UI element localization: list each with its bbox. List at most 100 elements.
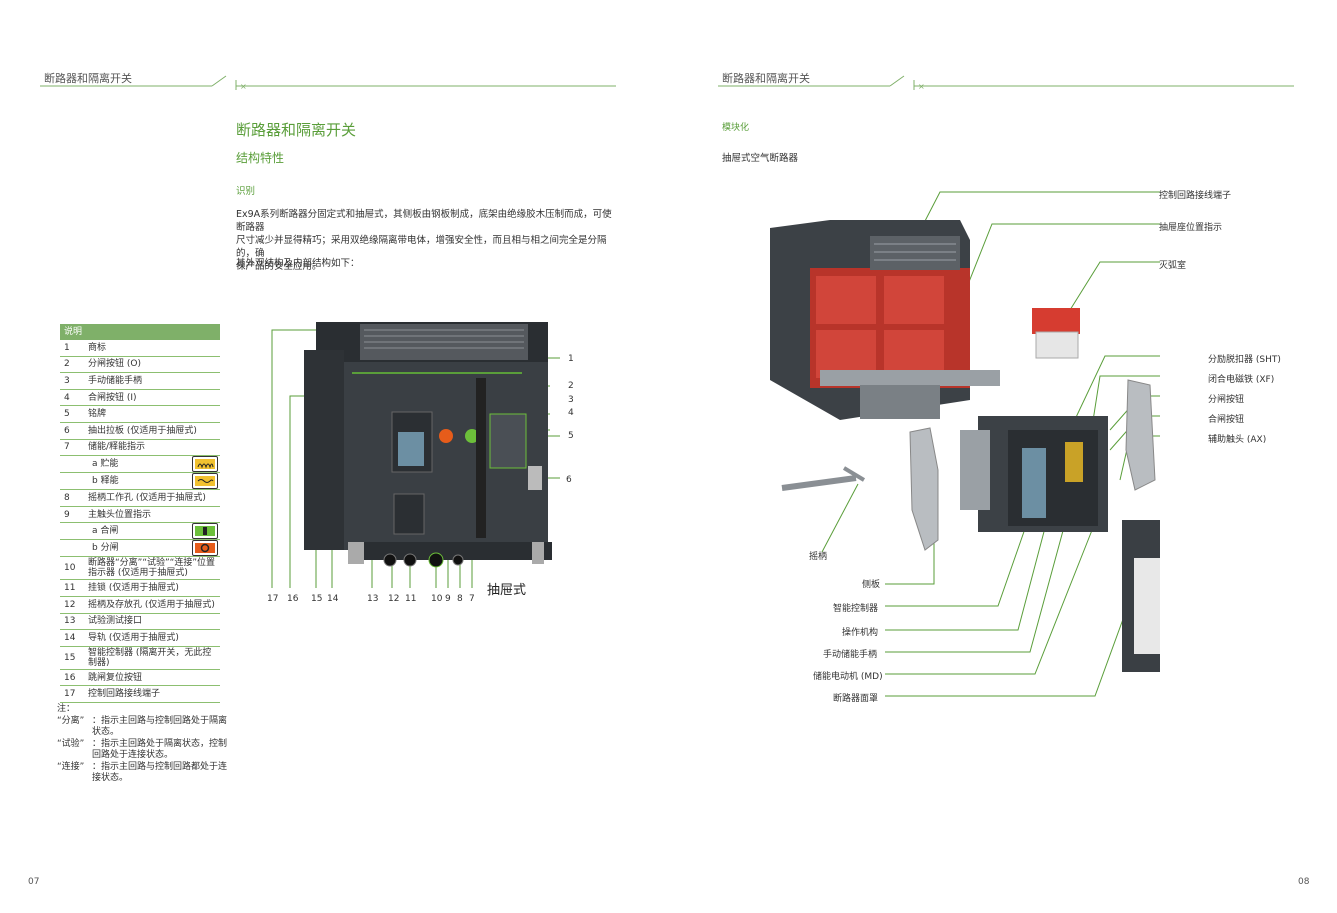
callout-label: 合闸按钮: [1208, 415, 1245, 425]
note-title: 注：: [57, 704, 76, 714]
legend-row-text: 摇柄及存放孔 (仅适用于抽屉式): [88, 599, 215, 610]
left-paragraph-line-1: Ex9A系列断路器分固定式和抽屉式，其侧板由钢板制成，底架由绝缘胶木压制而成，可…: [236, 209, 612, 233]
callout-number: 2: [568, 381, 574, 391]
left-caption: 抽屉式: [487, 583, 527, 598]
note-key: “连接”: [57, 761, 85, 772]
legend-header: 说明: [60, 324, 220, 340]
legend-row-text: 储能/释能指示: [88, 442, 146, 453]
callout-label: 闭合电磁铁 (XF): [1208, 375, 1275, 385]
right-header-rule: ×: [718, 75, 1294, 91]
charged-indicator-icon: [192, 456, 218, 473]
left-header-rule: ×: [40, 75, 616, 91]
left-paragraph-line-3: 保产品的安全应用。: [236, 261, 322, 272]
legend-row-text: 铭牌: [88, 409, 107, 420]
legend-row-number: 13: [64, 616, 76, 627]
discharged-indicator-icon: [192, 473, 218, 490]
callout-number: 14: [327, 594, 339, 604]
legend-row-text: 主触头位置指示: [88, 509, 152, 520]
callout-label: 抽屉座位置指示: [1159, 223, 1223, 233]
legend-row: 11 挂锁 (仅适用于抽屉式): [60, 580, 220, 597]
callout-label: 储能电动机 (MD): [813, 672, 883, 682]
note-value: ：指示主回路与控制回路处于隔离状态。: [92, 715, 228, 738]
legend-row-text: 分闸按钮 (O): [88, 359, 141, 370]
exploded-view-illustration: [770, 191, 1160, 697]
left-title: 断路器和隔离开关: [236, 121, 357, 139]
callout-number: 16: [287, 594, 299, 604]
right-header: 断路器和隔离开关: [722, 72, 810, 85]
left-section: 识别: [236, 186, 256, 197]
legend-row-number: 4: [64, 392, 70, 403]
legend-row-text: 手动储能手柄: [88, 375, 143, 386]
legend-row: 9 主触头位置指示: [60, 507, 220, 524]
legend-row-number: 8: [64, 492, 70, 503]
left-paragraph-line-2: 尺寸减少并显得精巧；采用双绝缘隔离带电体，增强安全性，而且相与相之间完全是分隔的…: [236, 235, 607, 259]
legend-row-text: 智能控制器 (隔离开关，无此控制器): [88, 647, 212, 668]
legend-row-number: 9: [64, 509, 70, 520]
callout-label: 分励脱扣器 (SHT): [1208, 355, 1281, 365]
callout-number: 3: [568, 395, 574, 405]
callout-number: 15: [311, 594, 323, 604]
right-section: 模块化: [722, 123, 750, 133]
note-value: ：指示主回路处于隔离状态，控制回路处于连接状态。: [92, 738, 228, 761]
legend-row-text: 控制回路接线端子: [88, 689, 161, 700]
svg-text:×: ×: [240, 82, 247, 91]
legend-row: a 贮能: [60, 456, 220, 474]
callout-number: 10: [431, 594, 443, 604]
closed-indicator-icon: [192, 523, 218, 540]
callout-label: 灭弧室: [1159, 261, 1187, 271]
left-header: 断路器和隔离开关: [44, 72, 132, 85]
svg-text:×: ×: [918, 82, 925, 91]
callout-label: 断路器面罩: [833, 694, 879, 704]
legend-row: 8 摇柄工作孔 (仅适用于抽屉式): [60, 490, 220, 507]
legend-row: b 分闸: [60, 540, 220, 558]
legend-row-number: 5: [64, 409, 70, 420]
legend-row-number: 14: [64, 632, 76, 643]
legend-row-text: 摇柄工作孔 (仅适用于抽屉式): [88, 492, 206, 503]
legend-row: 4 合闸按钮 (I): [60, 390, 220, 407]
callout-label: 分闸按钮: [1208, 395, 1245, 405]
callout-label: 控制回路接线端子: [1159, 191, 1232, 201]
callout-number: 7: [469, 594, 475, 604]
legend-row-text: 合闸按钮 (I): [88, 392, 137, 403]
right-page-number: 08: [1298, 877, 1310, 887]
callout-number: 6: [566, 475, 572, 485]
callout-label: 智能控制器: [833, 604, 879, 614]
legend-row-text: 挂锁 (仅适用于抽屉式): [88, 583, 179, 594]
callout-label: 操作机构: [842, 628, 879, 638]
legend-row-number: 10: [64, 563, 76, 574]
legend-row: b 释能: [60, 473, 220, 491]
left-paragraph: Ex9A系列断路器分固定式和抽屉式，其侧板由钢板制成，底架由绝缘胶木压制而成，可…: [236, 208, 621, 273]
left-intro: 其外观结构及内部结构如下：: [236, 258, 360, 269]
legend-row-number: 3: [64, 375, 70, 386]
legend-row-text: 商标: [88, 342, 107, 353]
callout-number: 11: [405, 594, 417, 604]
legend-row: 3 手动储能手柄: [60, 373, 220, 390]
legend-row-number: 11: [64, 583, 76, 594]
callout-label: 摇柄: [809, 552, 828, 562]
legend-row-text: a 贮能: [92, 459, 119, 470]
callout-number: 4: [568, 408, 574, 418]
left-subtitle: 结构特性: [236, 151, 285, 165]
legend-row-text: a 合闸: [92, 526, 119, 537]
note-value: ：指示主回路与控制回路都处于连接状态。: [92, 761, 228, 784]
callout-label: 侧板: [862, 580, 881, 590]
legend-row-number: 16: [64, 672, 76, 683]
legend-row-number: 7: [64, 442, 70, 453]
notes: 注： “分离”：指示主回路与控制回路处于隔离状态。 “试验”：指示主回路处于隔离…: [57, 704, 227, 785]
callout-label: 手动储能手柄: [823, 650, 878, 660]
callout-number: 5: [568, 431, 574, 441]
drawout-breaker-illustration: [271, 322, 560, 588]
callout-number: 8: [457, 594, 463, 604]
legend-row-text: b 分闸: [92, 543, 119, 554]
callout-label: 辅助触头 (AX): [1208, 435, 1267, 445]
